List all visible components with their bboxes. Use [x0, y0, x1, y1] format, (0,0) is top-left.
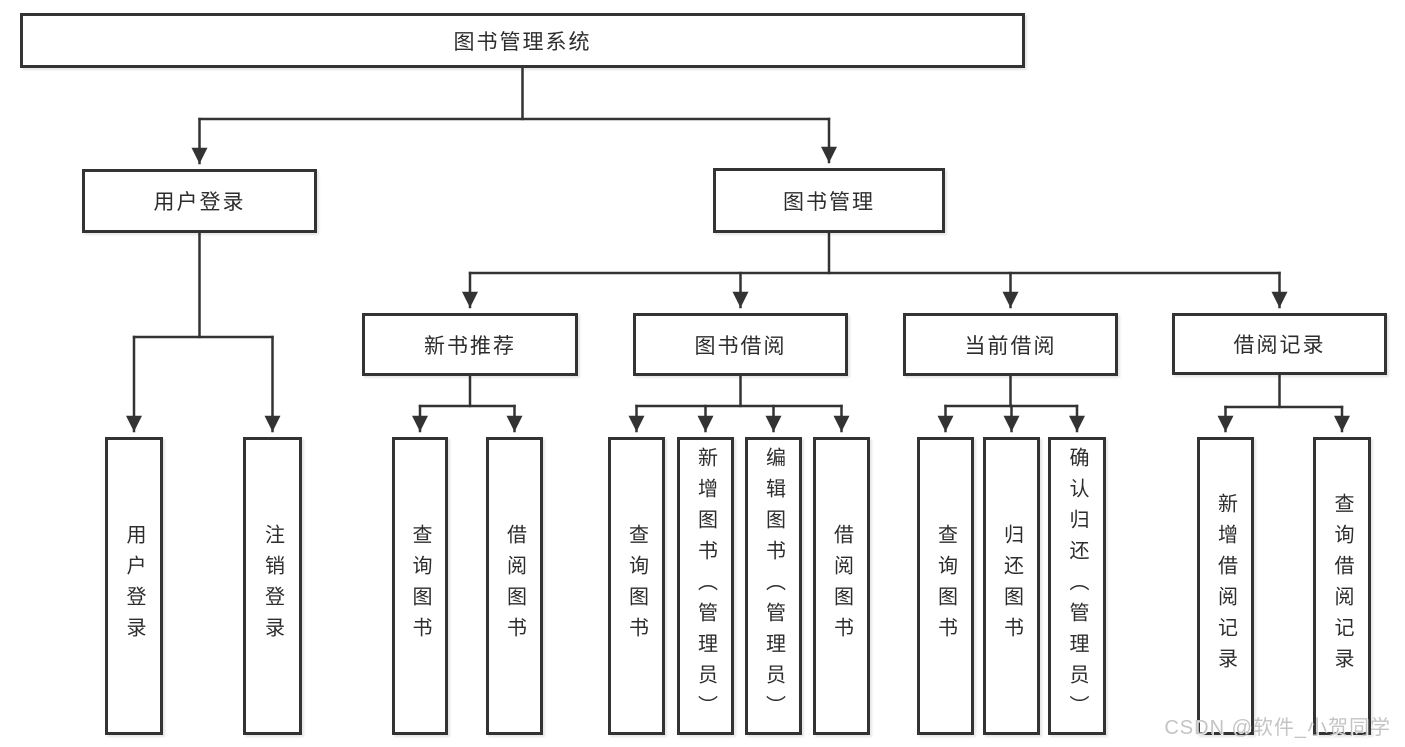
node-user-login: 用户登录	[82, 169, 317, 233]
leaf-label: 确认归还（管理员）	[1066, 446, 1088, 726]
leaf-confirm-return-admin: 确认归还（管理员）	[1048, 437, 1106, 735]
leaf-return-book: 归还图书	[983, 437, 1040, 735]
leaf-label: 查询图书	[625, 524, 648, 648]
leaf-add-borrow-record: 新增借阅记录	[1197, 437, 1254, 735]
node-new-book-recommend: 新书推荐	[362, 313, 578, 376]
node-label: 借阅记录	[1233, 334, 1326, 357]
leaf-borrow-book: 借阅图书	[813, 437, 870, 735]
leaf-query-borrow-record: 查询借阅记录	[1313, 437, 1371, 735]
leaf-label: 查询图书	[934, 524, 957, 648]
node-label: 图书管理系统	[453, 30, 592, 54]
node-label: 图书管理	[783, 190, 875, 214]
node-label: 新书推荐	[424, 334, 516, 358]
leaf-query-book-current: 查询图书	[917, 437, 974, 735]
leaf-label: 归还图书	[1000, 524, 1023, 648]
node-library-management-system: 图书管理系统	[20, 13, 1025, 68]
leaf-label: 借阅图书	[503, 524, 526, 648]
node-book-management: 图书管理	[713, 168, 945, 233]
leaf-label: 新增借阅记录	[1214, 493, 1237, 679]
node-borrow-record: 借阅记录	[1172, 313, 1387, 375]
node-label: 图书借阅	[694, 334, 787, 358]
leaf-user-login: 用户登录	[105, 437, 163, 735]
leaf-label: 新增图书（管理员）	[694, 446, 717, 726]
node-current-borrow: 当前借阅	[903, 313, 1118, 376]
leaf-edit-book-admin: 编辑图书（管理员）	[745, 437, 802, 735]
node-label: 用户登录	[153, 191, 246, 214]
leaf-add-book-admin: 新增图书（管理员）	[677, 437, 734, 735]
leaf-borrow-book-recommend: 借阅图书	[486, 437, 543, 735]
leaf-label: 借阅图书	[830, 524, 853, 648]
leaf-query-book-borrow: 查询图书	[608, 437, 665, 735]
node-book-borrow: 图书借阅	[633, 313, 848, 376]
leaf-label: 查询借阅记录	[1331, 493, 1353, 679]
node-label: 当前借阅	[964, 334, 1057, 358]
leaf-label: 编辑图书（管理员）	[762, 446, 785, 726]
leaf-query-book-recommend: 查询图书	[392, 437, 448, 735]
leaf-label: 用户登录	[123, 524, 145, 648]
leaf-logout: 注销登录	[243, 437, 302, 735]
leaf-label: 注销登录	[261, 524, 284, 648]
csdn-watermark: CSDN @软件_小贺同学	[1164, 717, 1391, 739]
leaf-label: 查询图书	[409, 524, 431, 648]
